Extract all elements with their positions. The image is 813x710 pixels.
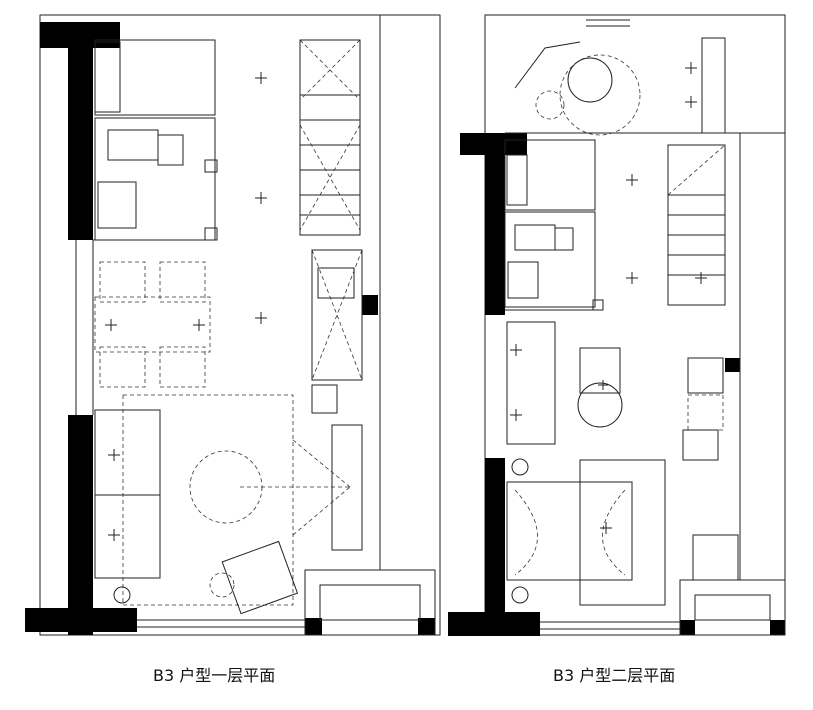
ceiling-lights bbox=[105, 72, 267, 541]
column bbox=[418, 618, 435, 635]
column bbox=[770, 620, 785, 635]
balcony bbox=[304, 569, 436, 636]
second-floor-plan bbox=[448, 14, 786, 636]
round-rug bbox=[559, 54, 641, 136]
staircase bbox=[299, 39, 361, 236]
tv-cabinet bbox=[331, 424, 363, 551]
bathroom bbox=[504, 139, 596, 211]
side-table bbox=[577, 382, 623, 428]
second-floor-outline bbox=[484, 14, 786, 636]
wall bbox=[68, 415, 93, 635]
toilet-room bbox=[504, 211, 596, 308]
column bbox=[725, 358, 740, 372]
column bbox=[305, 618, 322, 635]
coffee-table bbox=[189, 450, 263, 524]
toilet-room bbox=[94, 117, 216, 241]
wall bbox=[25, 608, 137, 632]
column bbox=[680, 620, 695, 635]
second-floor-caption: B3 户型二层平面 bbox=[553, 666, 676, 685]
sink bbox=[317, 267, 355, 299]
wall bbox=[485, 458, 505, 635]
wall bbox=[68, 22, 93, 240]
staircase bbox=[667, 144, 726, 306]
bed bbox=[506, 481, 633, 581]
first-floor-caption: B3 户型一层平面 bbox=[153, 666, 276, 685]
first-floor-plan bbox=[25, 14, 441, 636]
sofa bbox=[94, 409, 161, 579]
lounge-chair bbox=[567, 57, 613, 103]
sofa bbox=[506, 321, 556, 445]
wall bbox=[448, 612, 540, 636]
kitchen-counter bbox=[311, 249, 363, 381]
ceiling-lights bbox=[510, 62, 707, 534]
wall bbox=[485, 133, 505, 315]
balcony bbox=[679, 579, 786, 636]
bathroom bbox=[94, 39, 216, 116]
first-floor-outline bbox=[39, 14, 441, 636]
dining-table bbox=[94, 296, 211, 353]
armchair bbox=[221, 540, 299, 615]
column bbox=[362, 295, 378, 315]
